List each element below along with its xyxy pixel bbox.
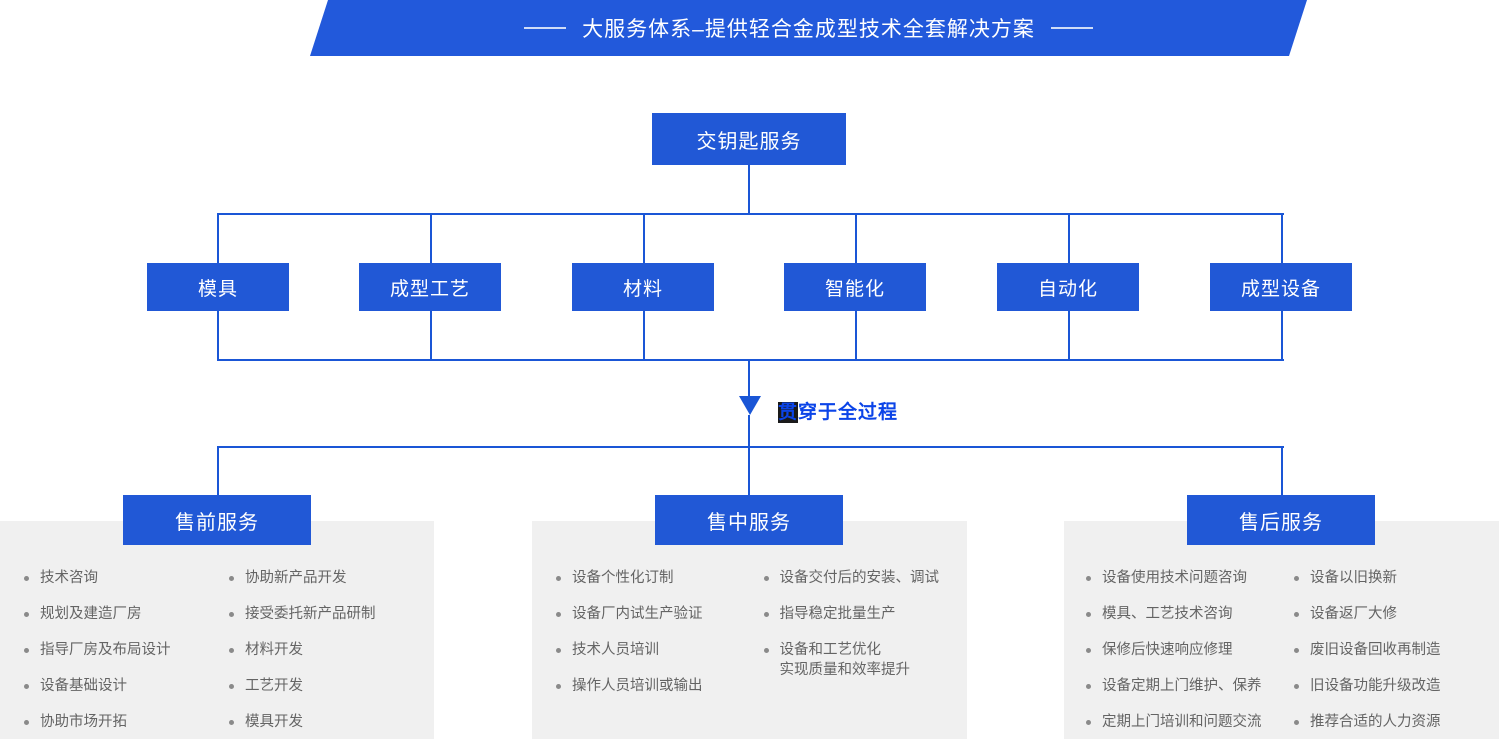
list-item: 技术咨询 — [20, 568, 225, 588]
pre-sales-column-2: 协助新产品开发 接受委托新产品研制 材料开发 工艺开发 模具开发 — [225, 568, 430, 739]
connector-category-bottom-rail — [217, 359, 1284, 361]
banner-left-rule-icon — [524, 27, 567, 29]
list-item: 设备交付后的安装、调试 — [760, 568, 968, 588]
panel-pre-sales — [0, 521, 434, 739]
connector-service-drop-2 — [748, 446, 750, 495]
arrow-label-selected-char: 贯 — [778, 402, 799, 423]
list-item: 规划及建造厂房 — [20, 604, 225, 624]
connector-drop-6-top — [1281, 213, 1283, 263]
in-sales-column-2: 设备交付后的安装、调试 指导稳定批量生产 设备和工艺优化 实现质量和效率提升 — [760, 568, 968, 712]
list-item: 设备个性化订制 — [552, 568, 760, 588]
list-item: 废旧设备回收再制造 — [1290, 640, 1498, 660]
connector-drop-5-bottom — [1068, 311, 1070, 361]
arrow-label-rest: 穿于全过程 — [798, 402, 899, 423]
in-sales-list: 设备个性化订制 设备厂内试生产验证 技术人员培训 操作人员培训或输出 设备交付后… — [552, 568, 967, 712]
node-turnkey-service[interactable]: 交钥匙服务 — [652, 113, 846, 165]
connector-drop-5-top — [1068, 213, 1070, 263]
connector-drop-4-bottom — [855, 311, 857, 361]
connector-drop-6-bottom — [1281, 311, 1283, 361]
list-item: 设备厂内试生产验证 — [552, 604, 760, 624]
node-mould[interactable]: 模具 — [147, 263, 289, 311]
list-item: 工艺开发 — [225, 676, 430, 696]
connector-service-rail — [217, 446, 1284, 448]
list-item: 设备和工艺优化 实现质量和效率提升 — [760, 640, 968, 680]
connector-arrow-stem — [748, 359, 750, 397]
list-item: 指导稳定批量生产 — [760, 604, 968, 624]
list-item: 设备使用技术问题咨询 — [1082, 568, 1290, 588]
connector-root-stem — [748, 165, 750, 214]
list-item: 定期上门培训和问题交流 — [1082, 712, 1290, 732]
list-item: 技术人员培训 — [552, 640, 760, 660]
list-item: 保修后快速响应修理 — [1082, 640, 1290, 660]
list-item: 模具开发 — [225, 712, 430, 732]
page-title: 大服务体系–提供轻合金成型技术全套解决方案 — [582, 18, 1035, 41]
list-item: 指导厂房及布局设计 — [20, 640, 225, 660]
list-item: 设备返厂大修 — [1290, 604, 1498, 624]
list-item: 设备定期上门维护、保养 — [1082, 676, 1290, 696]
connector-drop-2-top — [430, 213, 432, 263]
panel-after-sales — [1064, 521, 1499, 739]
list-item: 设备基础设计 — [20, 676, 225, 696]
connector-service-drop-3 — [1281, 446, 1283, 495]
connector-drop-3-top — [643, 213, 645, 263]
list-item: 协助新产品开发 — [225, 568, 430, 588]
panel-in-sales — [532, 521, 967, 739]
list-item: 推荐合适的人力资源 — [1290, 712, 1498, 732]
connector-drop-1-top — [217, 213, 219, 263]
connector-drop-4-top — [855, 213, 857, 263]
after-sales-column-1: 设备使用技术问题咨询 模具、工艺技术咨询 保修后快速响应修理 设备定期上门维护、… — [1082, 568, 1290, 739]
node-automation[interactable]: 自动化 — [997, 263, 1139, 311]
list-item: 模具、工艺技术咨询 — [1082, 604, 1290, 624]
arrow-label: 贯穿于全过程 — [778, 397, 898, 424]
pre-sales-column-1: 技术咨询 规划及建造厂房 指导厂房及布局设计 设备基础设计 协助市场开拓 — [20, 568, 225, 739]
connector-drop-2-bottom — [430, 311, 432, 361]
list-item: 设备以旧换新 — [1290, 568, 1498, 588]
list-item: 协助市场开拓 — [20, 712, 225, 732]
list-item: 旧设备功能升级改造 — [1290, 676, 1498, 696]
node-material[interactable]: 材料 — [572, 263, 714, 311]
node-pre-sales-service[interactable]: 售前服务 — [123, 495, 311, 545]
connector-arrow-stem-lower — [748, 415, 750, 447]
after-sales-list: 设备使用技术问题咨询 模具、工艺技术咨询 保修后快速响应修理 设备定期上门维护、… — [1082, 568, 1499, 739]
node-forming-equipment[interactable]: 成型设备 — [1210, 263, 1352, 311]
connector-drop-1-bottom — [217, 311, 219, 361]
list-item: 操作人员培训或输出 — [552, 676, 760, 696]
node-in-sales-service[interactable]: 售中服务 — [655, 495, 843, 545]
list-item: 接受委托新产品研制 — [225, 604, 430, 624]
in-sales-column-1: 设备个性化订制 设备厂内试生产验证 技术人员培训 操作人员培训或输出 — [552, 568, 760, 712]
node-intelligent[interactable]: 智能化 — [784, 263, 926, 311]
connector-service-drop-1 — [217, 446, 219, 495]
after-sales-column-2: 设备以旧换新 设备返厂大修 废旧设备回收再制造 旧设备功能升级改造 推荐合适的人… — [1290, 568, 1498, 739]
banner-content: 大服务体系–提供轻合金成型技术全套解决方案 — [524, 13, 1093, 43]
header-banner: 大服务体系–提供轻合金成型技术全套解决方案 — [310, 0, 1307, 56]
connector-drop-3-bottom — [643, 311, 645, 361]
node-forming-process[interactable]: 成型工艺 — [359, 263, 501, 311]
down-arrow-icon — [739, 396, 761, 415]
node-after-sales-service[interactable]: 售后服务 — [1187, 495, 1375, 545]
connector-top-rail — [217, 213, 1284, 215]
pre-sales-list: 技术咨询 规划及建造厂房 指导厂房及布局设计 设备基础设计 协助市场开拓 协助新… — [20, 568, 434, 739]
list-item: 材料开发 — [225, 640, 430, 660]
banner-right-rule-icon — [1050, 27, 1093, 29]
